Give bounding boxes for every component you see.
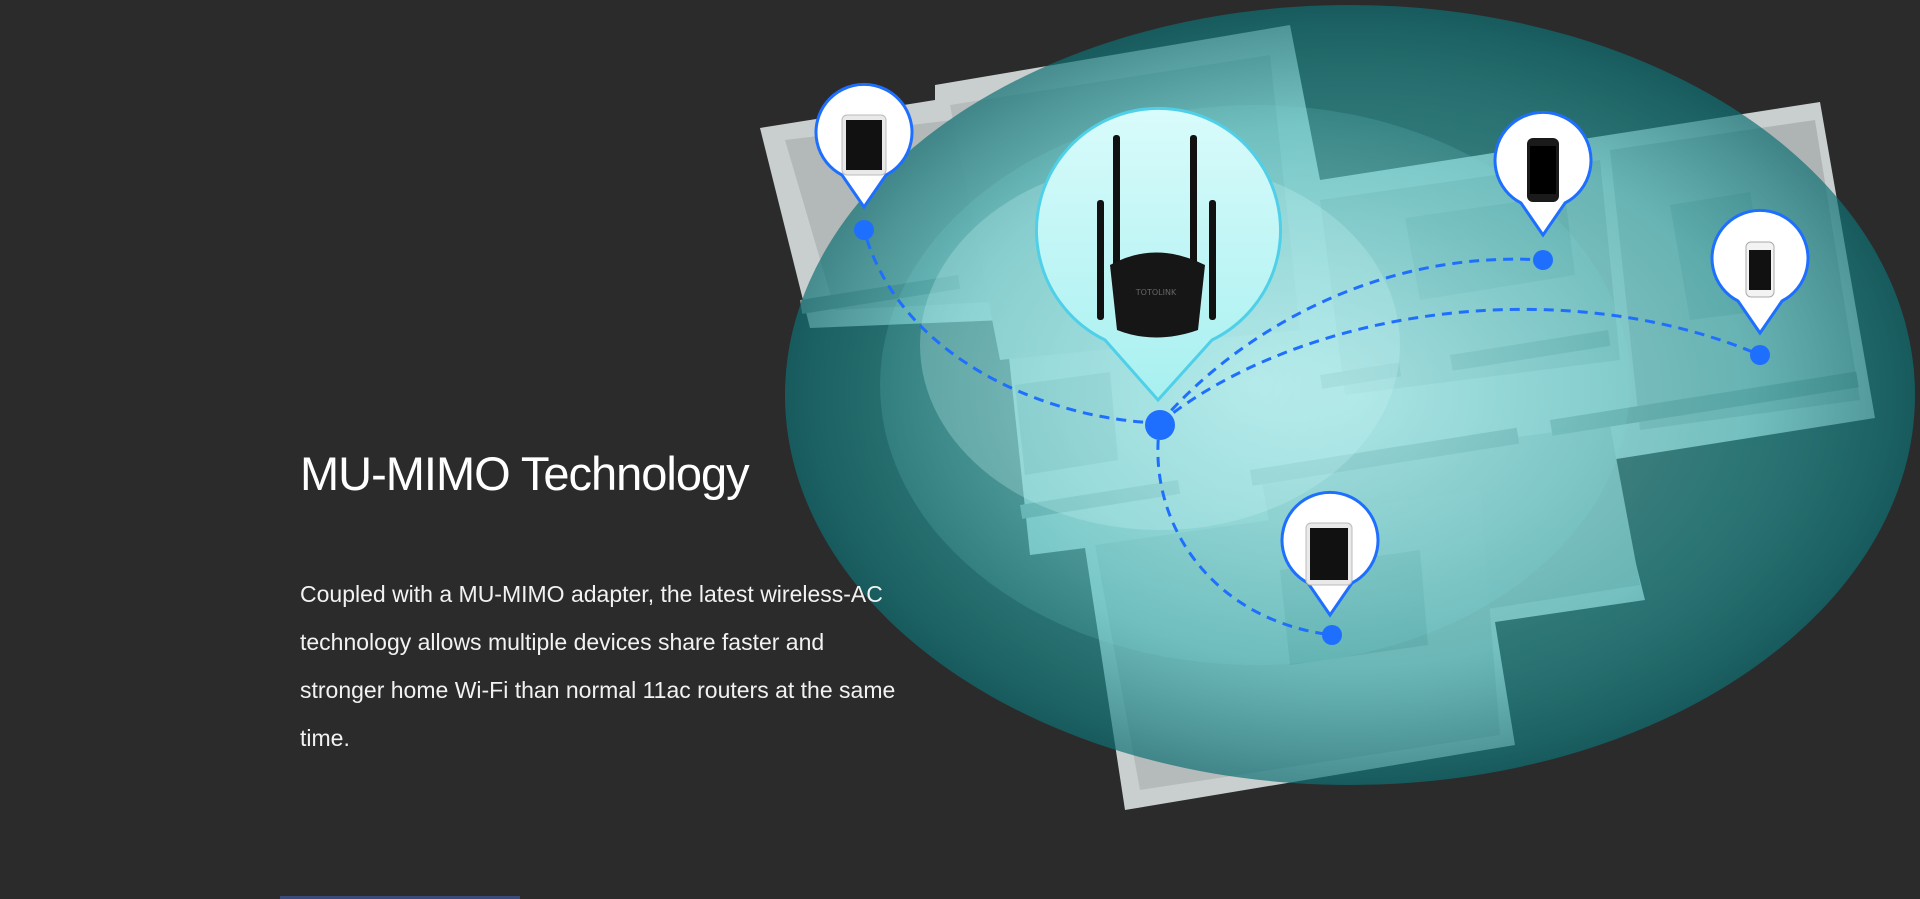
feature-description: Coupled with a MU-MIMO adapter, the late…	[300, 580, 896, 751]
tablet-icon	[841, 114, 887, 176]
device-dot-tablet-left	[854, 220, 874, 240]
device-pin-phone	[1493, 110, 1593, 238]
router-brand-text: TOTOLINK	[1135, 288, 1177, 297]
device-pin-tablet-bottom	[1280, 490, 1380, 618]
tablet-icon	[1305, 522, 1353, 586]
connection-lines	[862, 229, 1761, 637]
device-pin-iphone	[1710, 208, 1810, 336]
router-with-four-antennas-icon: TOTOLINK	[1097, 135, 1216, 338]
iphone-icon	[1745, 241, 1775, 298]
router-link-dot	[1145, 410, 1175, 440]
device-dot-phone	[1533, 250, 1553, 270]
device-dot-iphone	[1750, 345, 1770, 365]
feature-text: MU-MIMO Technology Coupled with a MU-MIM…	[300, 448, 900, 762]
feature-title: MU-MIMO Technology	[300, 447, 750, 500]
smartphone-icon	[1527, 138, 1559, 202]
device-pin-tablet-left	[814, 82, 914, 210]
bottom-divider	[280, 896, 520, 899]
router-pin: TOTOLINK	[1035, 106, 1282, 403]
device-dot-tablet-bottom	[1322, 625, 1342, 645]
